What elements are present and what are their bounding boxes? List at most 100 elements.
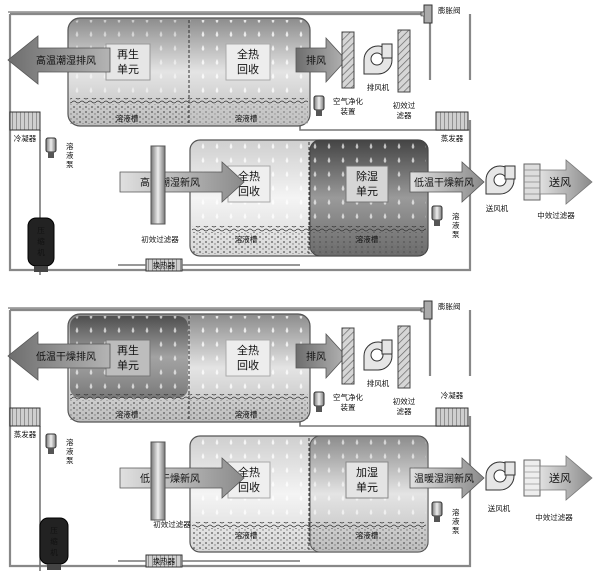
compressor-b (39, 517, 69, 570)
compressor-b-label-1: 压 (50, 526, 58, 535)
evaporator-label: 蒸发器 (441, 133, 464, 143)
compressor-label-1: 压 (37, 226, 45, 235)
solution-pump-right-label-2: 液 (452, 220, 460, 230)
medium-filter-b-label: 中效过滤器 (535, 512, 573, 522)
exhaust-b-label: 排风 (306, 350, 326, 363)
air-purifier-b (341, 327, 355, 385)
full-heat-lower-label-2: 回收 (238, 184, 260, 198)
full-heat-lower-b-label-1: 全热 (238, 465, 260, 479)
exhaust-low-dry-label: 低温干燥排风 (36, 350, 96, 363)
full-heat-label-1: 全热 (237, 47, 259, 61)
regen-unit-label-1: 再生 (117, 47, 139, 61)
condenser-label: 冷凝器 (14, 133, 37, 143)
heat-exchanger-label: 换热器 (153, 260, 176, 270)
condenser (9, 111, 41, 131)
full-heat-b-label-1: 全热 (237, 343, 259, 357)
supply-fan (485, 165, 516, 195)
solution-tank-b-label-2: 溶液槽 (235, 409, 258, 419)
solution-pump-left-b (45, 433, 57, 454)
full-heat-label-2: 回收 (237, 62, 259, 76)
solution-pump-upper-b (313, 391, 325, 412)
solution-pump-right (431, 205, 443, 226)
evaporator (435, 111, 469, 131)
full-heat-box-upper (225, 43, 271, 81)
regen-unit-box-b (105, 339, 151, 377)
solution-pump-right-label-1: 溶 (452, 211, 460, 221)
expansion-valve-b (420, 300, 433, 320)
full-heat-b-label-2: 回收 (237, 358, 259, 372)
regen-unit-label-2: 单元 (117, 63, 139, 76)
air-purifier-label-1: 空气净化 (333, 96, 363, 106)
primary-filter-b-label: 初效过滤器 (153, 519, 191, 529)
air-purifier-b-label-2: 装置 (341, 402, 356, 412)
exhaust-arrow-right-b (295, 332, 347, 380)
full-heat-box-upper-b (225, 339, 271, 377)
exhaust-hot-humid-label: 高温潮湿排风 (36, 54, 96, 67)
exhaust-arrow-left (7, 35, 111, 85)
primary-filter-top-label-2: 滤器 (397, 110, 412, 120)
exhaust-arrow-left-b (7, 331, 111, 381)
exhaust-fan-b-label: 排风机 (367, 378, 390, 388)
solution-tank-label-2: 溶液槽 (235, 113, 258, 123)
solution-tank-label-4: 溶液槽 (356, 234, 379, 244)
evaporator-b-label: 蒸发器 (14, 429, 37, 439)
medium-filter-b (523, 459, 541, 497)
evaporator-b (9, 407, 41, 427)
regen-unit-b-label-2: 单元 (117, 359, 139, 372)
supply-arrow (539, 159, 593, 205)
solution-pump-right-b-label-1: 溶 (452, 507, 460, 517)
supply-b-label: 送风 (549, 471, 571, 485)
condenser-b (435, 407, 469, 427)
humid-unit-box (345, 461, 389, 499)
full-heat-lower-label-1: 全热 (238, 169, 260, 183)
solution-pump-left (45, 137, 57, 158)
primary-filter-top (397, 29, 411, 93)
humid-unit-label-1: 加湿 (356, 466, 378, 479)
fresh-hot-humid-label: 高温潮湿新风 (140, 176, 200, 189)
compressor-label-2: 缩 (37, 236, 45, 246)
medium-filter-label: 中效过滤器 (537, 210, 575, 220)
regen-unit-b-label-1: 再生 (117, 343, 139, 357)
primary-filter-top-b (397, 325, 411, 389)
full-heat-lower-b-label-2: 回收 (238, 480, 260, 494)
humid-unit-label-2: 单元 (356, 481, 378, 494)
diagram-bottom: 再生 单元 全热 回收 溶液槽 溶液槽 低温干燥排风 排风 空气净化 装置 排风… (7, 300, 593, 571)
supply-arrow-b (539, 455, 593, 501)
exhaust-fan-label: 排风机 (367, 82, 390, 92)
heat-exchanger-b-label: 换热器 (153, 556, 176, 566)
solution-tank-b-label-3: 溶液槽 (235, 530, 258, 540)
solution-pump-left-label-1: 溶 (66, 141, 74, 151)
dehumid-unit-label-1: 除湿 (356, 169, 378, 183)
expansion-valve (420, 4, 433, 24)
expansion-valve-label: 膨胀阀 (438, 5, 461, 15)
solution-tank-b-label-4: 溶液槽 (356, 530, 379, 540)
primary-filter-label: 初效过滤器 (141, 234, 179, 244)
primary-filter-top-b-label-2: 滤器 (397, 406, 412, 416)
solution-pump-right-b-label-2: 液 (452, 516, 460, 526)
primary-filter-top-label-1: 初效过 (393, 100, 416, 110)
diagram-top: 再生 单元 全热 回收 溶液槽 溶液槽 高温潮湿排风 排风 空气净化 装置 排风… (7, 4, 593, 275)
solution-pump-left-b-label-1: 溶 (66, 437, 74, 447)
supply-fan-b (485, 461, 516, 491)
exhaust-arrow-right (295, 36, 347, 84)
solution-pump-left-b-label-3: 泵 (66, 456, 74, 465)
fresh-low-dry-label: 低温干燥新风 (414, 176, 474, 189)
air-purifier-label-2: 装置 (341, 106, 356, 116)
primary-filter-b (150, 441, 166, 521)
medium-filter (523, 163, 541, 201)
supply-fan-b-label: 送风机 (488, 503, 511, 513)
condenser-b-label: 冷凝器 (441, 390, 464, 400)
solution-tank-b-label-1: 溶液槽 (116, 409, 139, 419)
solution-pump-left-label-2: 液 (66, 150, 74, 160)
solution-pump-right-b (431, 501, 443, 522)
fresh-low-dry-b-label: 低温干燥新风 (140, 472, 200, 485)
exhaust-fan (363, 43, 393, 75)
compressor-label-3: 机 (37, 247, 45, 257)
supply-fan-label: 送风机 (486, 203, 509, 213)
expansion-valve-b-label: 膨胀阀 (438, 301, 461, 311)
air-purifier-b-label-1: 空气净化 (333, 392, 363, 402)
fresh-air-arrow-out (409, 161, 485, 203)
solution-pump-right-b-label-3: 泵 (452, 526, 460, 535)
solution-pump-left-b-label-2: 液 (66, 446, 74, 456)
